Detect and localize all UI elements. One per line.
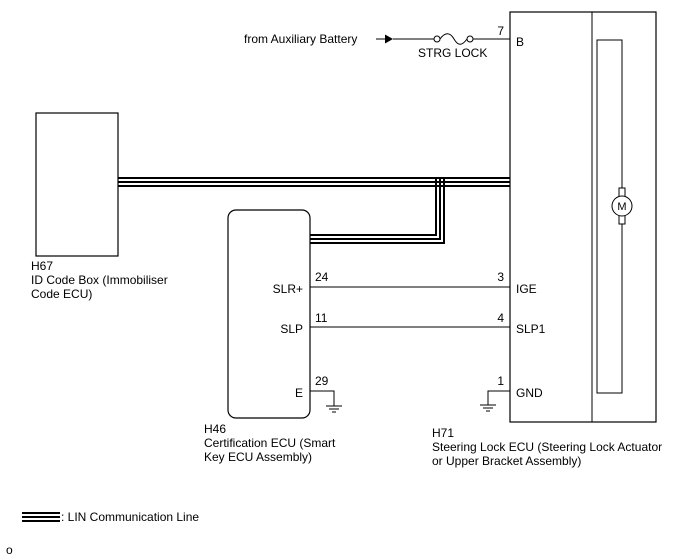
h71-pin-number-4: 4 [497,311,504,325]
fuse-label: STRG LOCK [418,46,487,60]
lin-line-h46-branch [310,178,445,244]
arrow-right-icon [376,34,393,44]
h71-pin-label-ige: IGE [516,282,537,296]
cert-pin-number-11: 11 [315,311,328,325]
certification-ecu-name-line2: Key ECU Assembly) [204,450,312,464]
h71-pin-number-3: 3 [497,270,504,284]
cert-ground-wire [310,390,335,406]
certification-ecu-code: H46 [204,422,226,436]
h71-pin-number-7: 7 [497,24,504,38]
cert-pin-number-29: 29 [315,374,329,388]
h71-pin-number-1: 1 [497,374,504,388]
id-code-box-name-line2: Code ECU) [31,287,92,301]
motor-symbol: M [617,201,626,213]
motor-icon: M [611,187,633,225]
h71-pin-label-b: B [516,35,524,49]
steering-lock-ecu-box [509,11,657,423]
footer-mark: o [6,543,13,557]
id-code-box-name-line1: ID Code Box (Immobiliser [31,273,168,287]
certification-ecu-box [227,209,311,419]
id-code-box [35,112,119,257]
steering-lock-ecu-code: H71 [432,426,454,440]
steering-lock-ecu-name-line2: or Upper Bracket Assembly) [432,454,581,468]
h71-pin-label-slp1: SLP1 [516,322,546,336]
cert-pin-label-slr-plus: SLR+ [273,282,303,296]
source-label: from Auxiliary Battery [244,32,357,46]
cert-pin-label-slp: SLP [280,322,303,336]
fuse-icon [433,33,474,45]
id-code-box-code: H67 [31,259,53,273]
ground-icon [480,404,496,412]
lin-legend-label: : LIN Communication Line [61,510,199,524]
certification-ecu-name-line1: Certification ECU (Smart [204,436,336,450]
ground-icon [326,405,342,413]
h71-ground-wire [487,390,510,405]
cert-pin-number-24: 24 [315,270,329,284]
lin-legend-symbol [22,512,60,522]
cert-pin-label-e: E [295,386,303,400]
lin-line-h67-h71 [118,177,510,187]
h71-pin-label-gnd: GND [516,386,543,400]
steering-lock-ecu-name-line1: Steering Lock ECU (Steering Lock Actuato… [432,440,662,454]
